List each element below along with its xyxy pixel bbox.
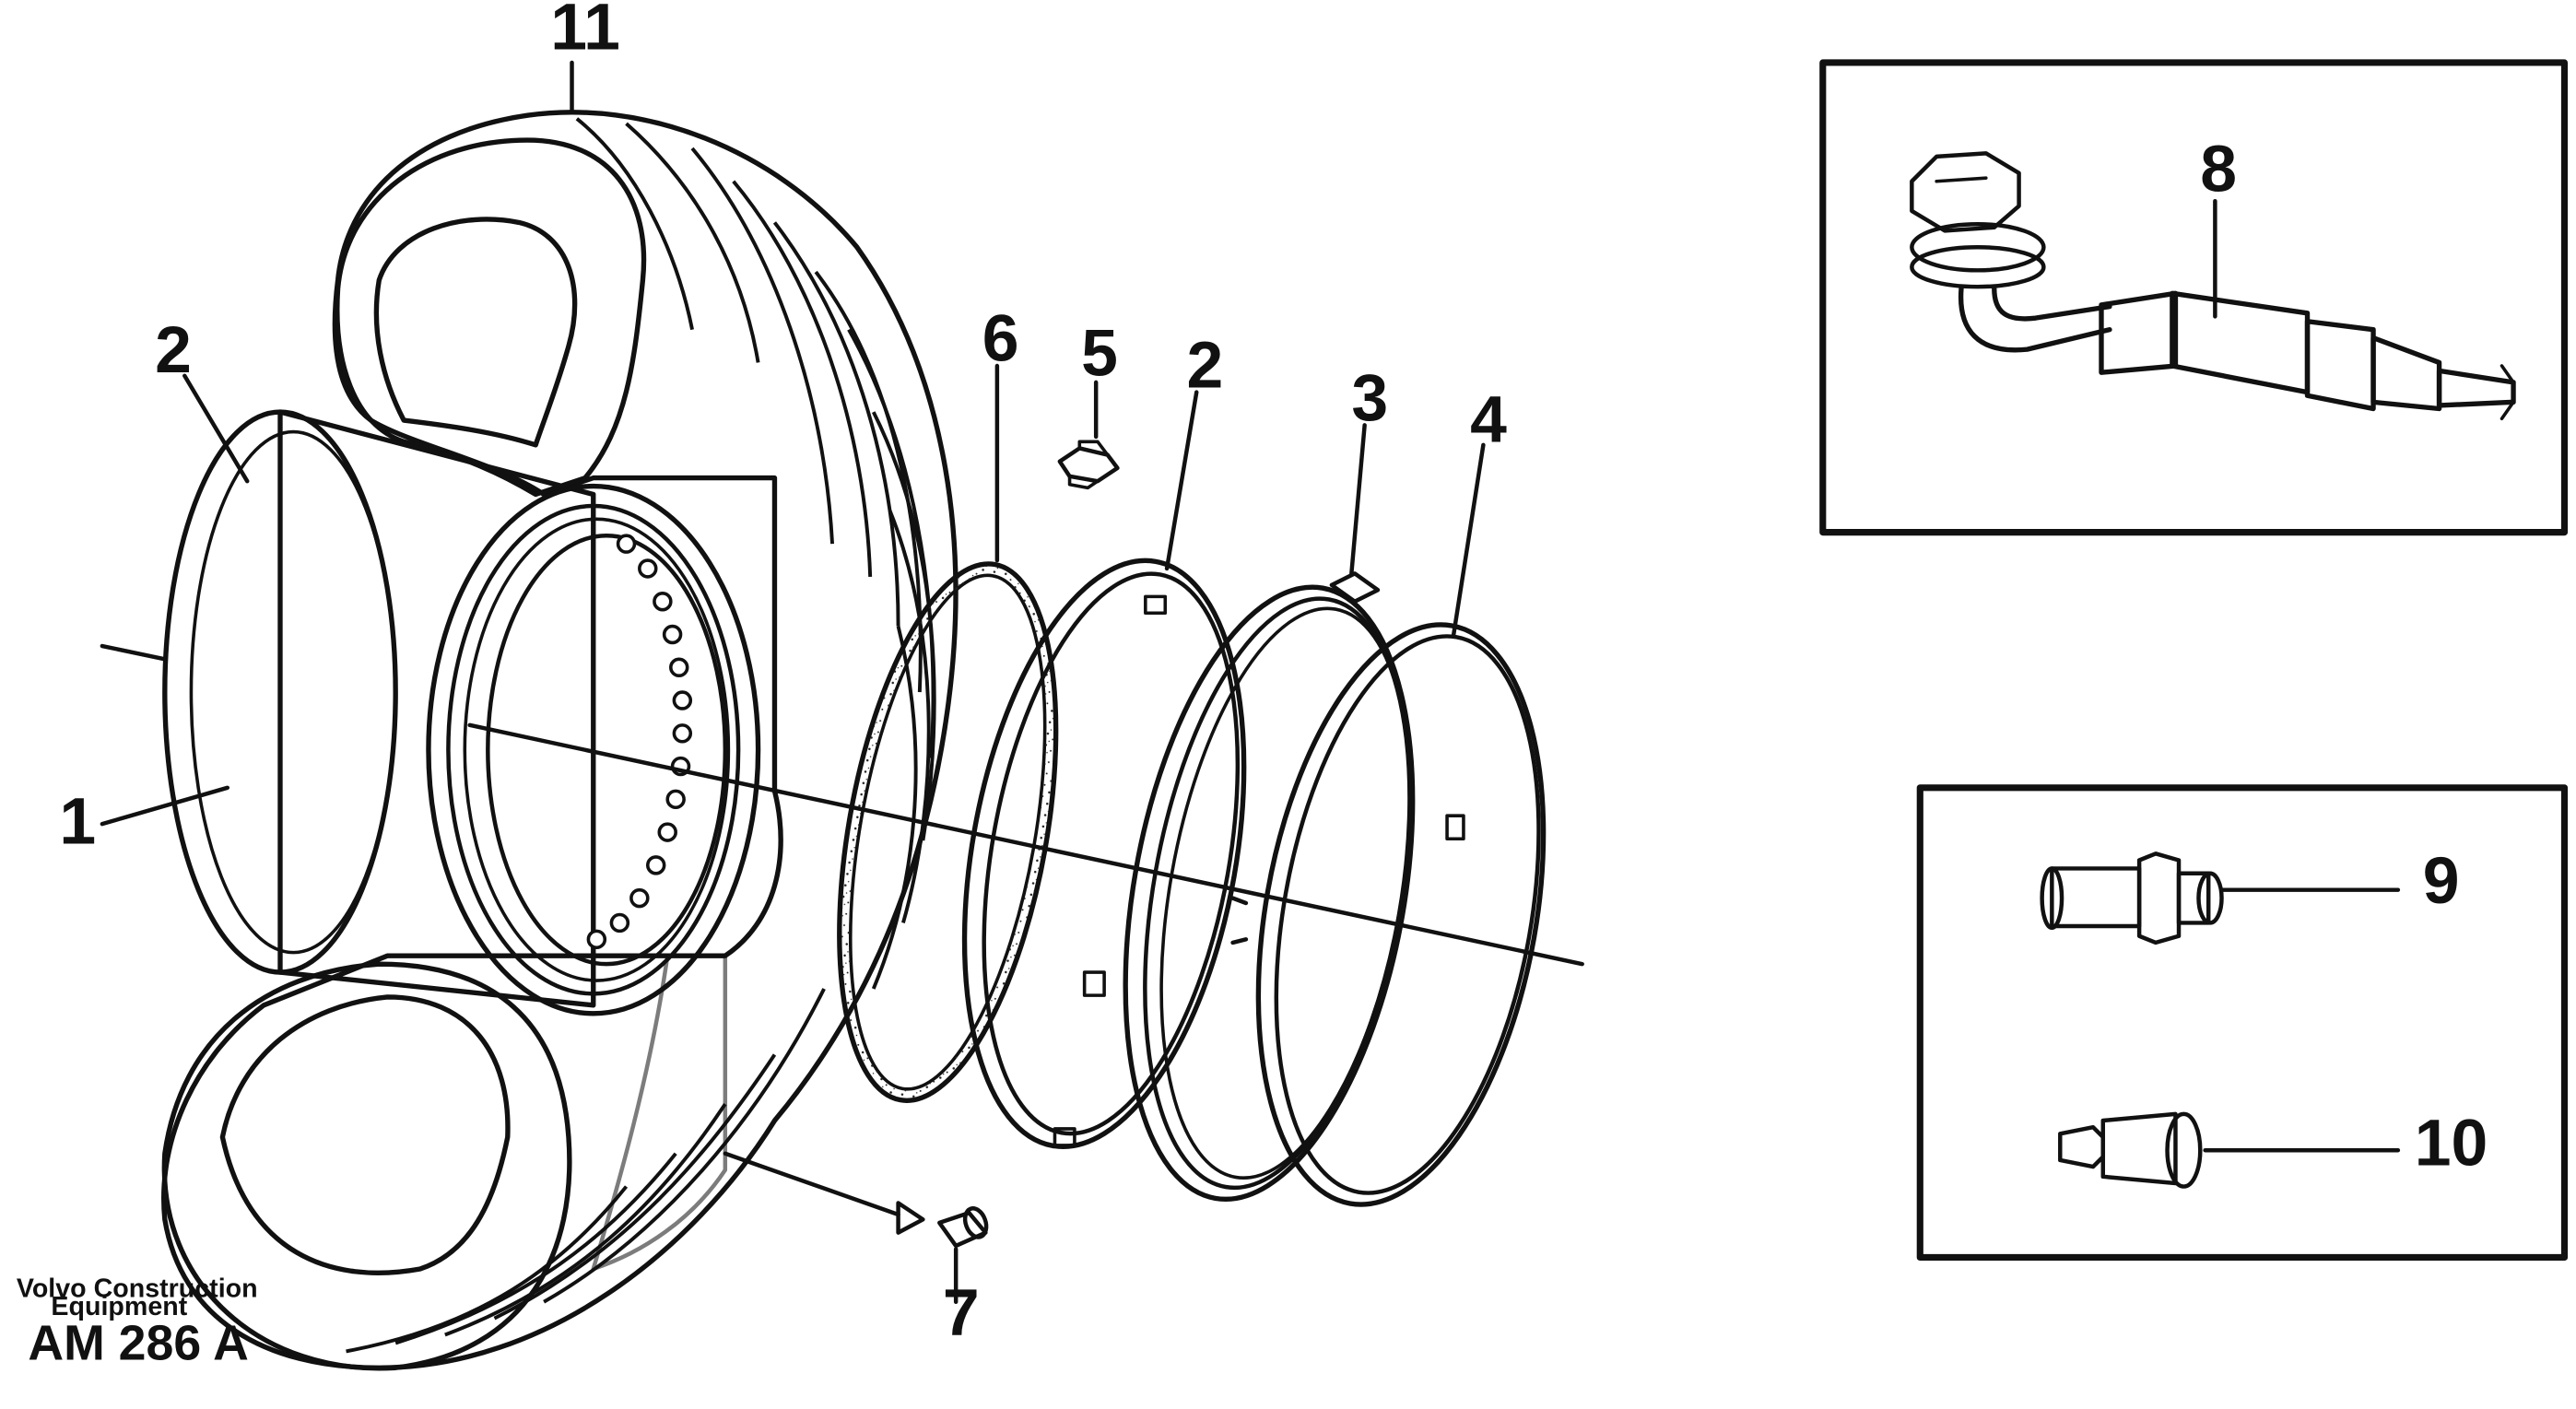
callout-9: 9 <box>2423 844 2460 918</box>
o-ring-seal <box>837 561 1059 1103</box>
callout-10: 10 <box>2415 1106 2488 1180</box>
valve-cap-part-10 <box>2058 1111 2401 1189</box>
callout-6: 6 <box>982 302 1019 376</box>
inset-valve-stem <box>1819 59 2569 536</box>
leader-lines <box>100 60 1486 1304</box>
callout-labels: 1 2 2 3 4 5 6 7 8 9 10 11 <box>59 0 2488 1349</box>
rim-bolt-holes <box>586 534 693 950</box>
inset-valve-parts <box>1916 784 2569 1262</box>
rim <box>162 409 761 1016</box>
callout-2-right: 2 <box>1187 328 1224 402</box>
document-id: AM 286 A <box>28 1315 248 1370</box>
brand-line-1: Volvo Construction <box>17 1274 258 1303</box>
bead-seat-band <box>1123 571 1416 1202</box>
callout-4: 4 <box>1470 382 1507 456</box>
lock-ring <box>1230 622 1547 1207</box>
callout-2-left: 2 <box>155 313 192 387</box>
flange-ring <box>961 558 1247 1149</box>
tire <box>161 110 959 1371</box>
callout-3: 3 <box>1351 361 1388 435</box>
callout-11: 11 <box>550 0 620 65</box>
set-screw-part-7 <box>723 1151 989 1249</box>
footer-branding: Volvo Construction Equipment AM 286 A <box>17 1274 258 1370</box>
callout-7: 7 <box>943 1275 980 1349</box>
callout-8: 8 <box>2200 132 2237 205</box>
valve-adapter-part-9 <box>2040 851 2401 945</box>
valve-cap-part-5 <box>1057 440 1120 490</box>
callout-5: 5 <box>1081 317 1118 391</box>
callout-1: 1 <box>59 785 96 859</box>
brand-line-2: Equipment <box>51 1292 187 1321</box>
